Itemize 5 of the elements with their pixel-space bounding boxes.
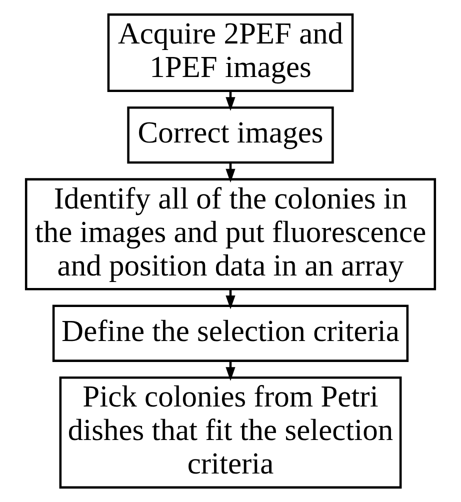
node-box: Identify all of the colonies in the images and put fluorescence and position data in an array [24,178,436,290]
node-box: Correct images [127,106,334,164]
node-box: Acquire 2PEF and 1PEF images [107,13,354,92]
node-box: Pick colonies from Petri dishes that fit the selection criteria [59,376,402,489]
node-box: Define the selection criteria [52,304,409,362]
